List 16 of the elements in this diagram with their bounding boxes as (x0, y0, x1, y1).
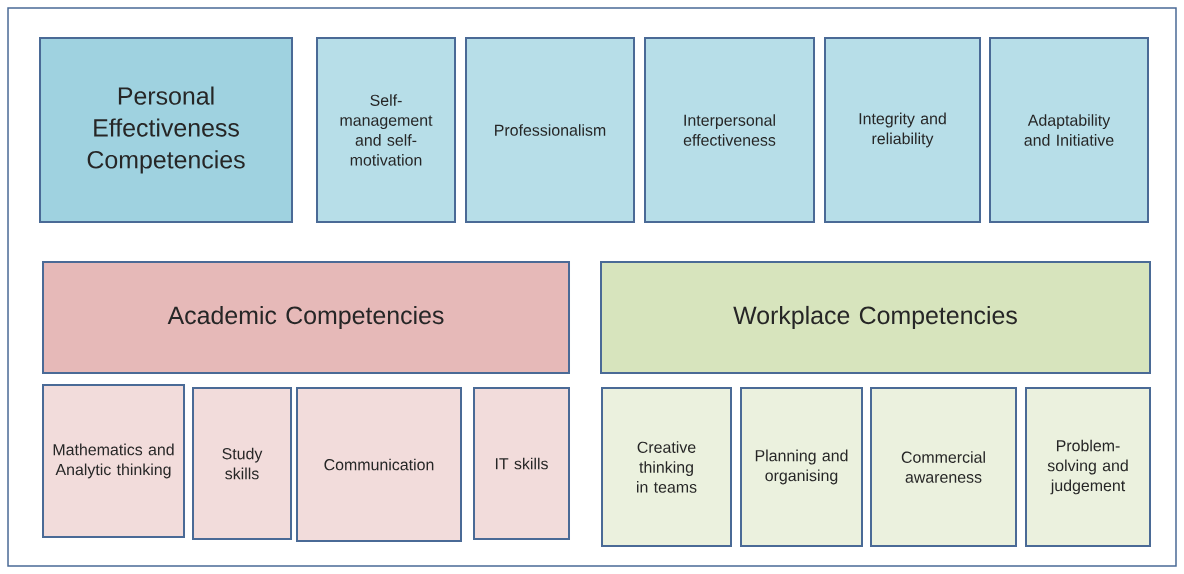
heading-box: Workplace Competencies (600, 261, 1151, 374)
skill-box: Adaptability and Initiative (989, 37, 1149, 223)
heading-box: Academic Competencies (42, 261, 570, 374)
skill-box: Professionalism (465, 37, 635, 223)
skill-box: Study skills (192, 387, 292, 540)
skill-box: Self-management and self-motivation (316, 37, 456, 223)
skill-box: Integrity and reliability (824, 37, 981, 223)
skill-box: Interpersonal effectiveness (644, 37, 815, 223)
skill-box: Communication (296, 387, 462, 542)
skill-box: Commercial awareness (870, 387, 1017, 547)
skill-box: Planning and organising (740, 387, 863, 547)
skill-box: Mathematics and Analytic thinking (42, 384, 185, 538)
heading-box: Personal Effectiveness Competencies (39, 37, 293, 223)
skill-box: Problem-solving and judgement (1025, 387, 1151, 547)
skill-box: Creative thinking in teams (601, 387, 732, 547)
skill-box: IT skills (473, 387, 570, 540)
